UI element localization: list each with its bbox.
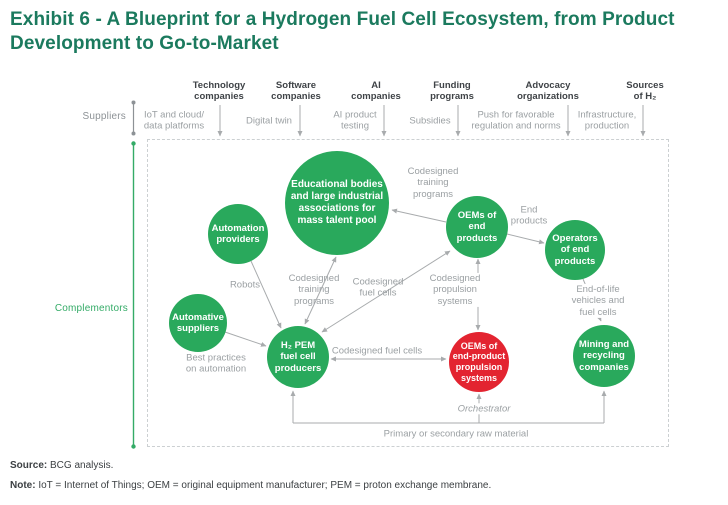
edge-label-codesigned-fuel-cells-h: Codesigned fuel cells	[331, 345, 423, 357]
edge-label-codesigned-training-top: Codesigned training programs	[407, 165, 459, 200]
supplier-item-digital-twin: Digital twin	[246, 115, 292, 127]
supplier-item-subsidies: Subsidies	[409, 115, 451, 127]
exhibit-title: Exhibit 6 - A Blueprint for a Hydrogen F…	[10, 9, 675, 54]
supplier-header-funding: Funding programs	[430, 80, 474, 103]
footer-note-label: Note:	[10, 480, 36, 491]
footer-note-text: IoT = Internet of Things; OEM = original…	[35, 480, 492, 491]
supplier-item-ai-testing: AI product testing	[333, 109, 377, 132]
node-oems-propulsion-systems: OEMs of end-product propulsion systems	[449, 332, 509, 392]
node-educational-bodies: Educational bodies and large industrial …	[285, 151, 389, 255]
supplier-header-h2-sources: Sources of H₂	[626, 80, 664, 103]
supplier-item-infrastructure: Infrastructure, production	[577, 109, 637, 132]
suppliers-label: Suppliers	[82, 111, 126, 122]
edge-label-codesigned-propulsion: Codesigned propulsion systems	[426, 272, 484, 308]
ecosystem-boundary-box	[147, 139, 669, 447]
supplier-header-technology: Technology companies	[192, 80, 246, 103]
supplier-item-regulation: Push for favorable regulation and norms	[471, 109, 561, 132]
edge-label-raw-material: Primary or secondary raw material	[383, 428, 529, 440]
node-operators-end-products: Operators of end products	[545, 220, 605, 280]
edge-label-robots: Robots	[229, 279, 261, 291]
supplier-header-ai: AI companies	[351, 80, 401, 103]
node-mining-recycling: Mining and recycling companies	[573, 325, 635, 387]
supplier-item-iot-cloud: IoT and cloud/ data platforms	[143, 109, 205, 132]
footer-source-text: BCG analysis.	[47, 460, 114, 471]
edge-label-codesigned-training-mid: Codesigned training programs	[288, 272, 340, 307]
supplier-header-advocacy: Advocacy organizations	[517, 80, 579, 103]
supplier-header-software: Software companies	[271, 80, 321, 103]
edge-label-codesigned-fuel-cells-diag: Codesigned fuel cells	[352, 276, 404, 299]
node-oems-end-products: OEMs of end products	[446, 196, 508, 258]
edge-label-end-products: End products	[510, 204, 548, 227]
node-automation-providers: Automation providers	[208, 204, 268, 264]
footer-source-label: Source:	[10, 460, 48, 471]
footer-note: Note: IoT = Internet of Things; OEM = or…	[10, 479, 491, 492]
node-h2-pem-producers: H₂ PEM fuel cell producers	[267, 326, 329, 388]
node-automative-suppliers: Automative suppliers	[169, 294, 227, 352]
edge-label-best-practices: Best practices on automation	[185, 352, 247, 375]
footer-source: Source: BCG analysis.	[10, 459, 113, 472]
edge-label-end-of-life: End-of-life vehicles and fuel cells	[568, 283, 628, 319]
complementors-label: Complementors	[54, 303, 128, 314]
edge-label-orchestrator: Orchestrator	[454, 403, 514, 415]
